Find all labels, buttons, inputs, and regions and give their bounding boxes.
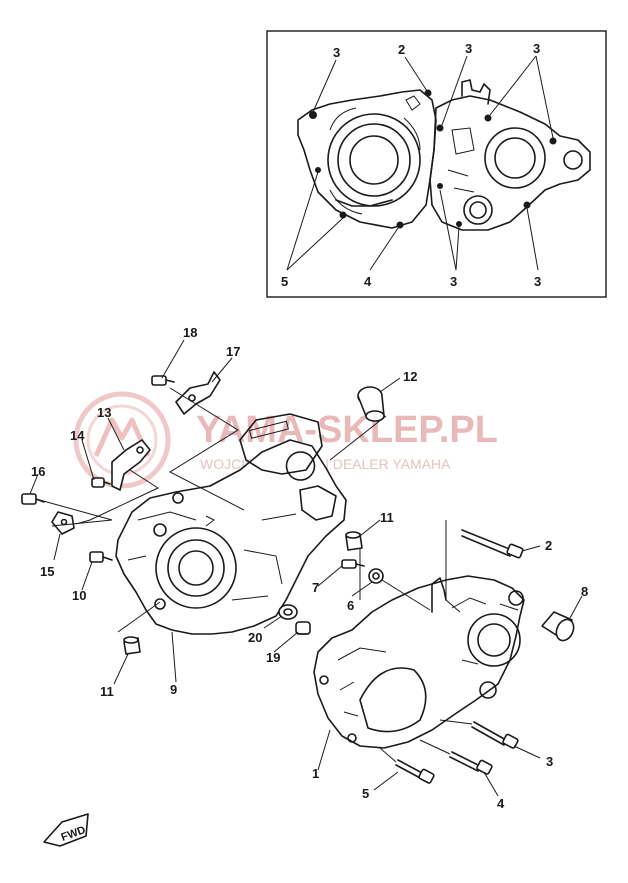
part-4-bolt — [449, 751, 493, 775]
part-11-dowel-lower — [123, 636, 141, 655]
part-3-bolt — [471, 721, 519, 749]
callout-1: 1 — [312, 766, 319, 781]
part-14-bolt — [91, 477, 111, 488]
callout-18: 18 — [183, 325, 197, 340]
inset-callout-3e: 3 — [534, 274, 541, 289]
part-19-plug — [295, 621, 311, 635]
inset-bolt-marks — [309, 89, 557, 229]
part-6-clip — [368, 568, 384, 584]
callout-20: 20 — [248, 630, 262, 645]
part-17-bracket — [175, 371, 221, 415]
watermark-main-text: YAMA-SKLEP.PL — [196, 409, 498, 451]
inset-leader-lines — [286, 55, 554, 271]
inset-left-case — [297, 89, 437, 229]
small-parts — [21, 371, 575, 784]
inset-callout-3c: 3 — [533, 41, 540, 56]
callout-11-upper: 11 — [380, 510, 394, 525]
part-18-bolt — [151, 375, 175, 386]
part-10-bolt — [89, 551, 113, 563]
callout-17: 17 — [226, 344, 240, 359]
inset-callout-4: 4 — [364, 274, 372, 289]
part-5-bolt — [395, 759, 435, 784]
watermark: YAMA-SKLEP.PL WOJCIECHOWICZ | DEALER YAM… — [73, 391, 498, 489]
part-13-plate — [111, 439, 151, 491]
inset-callout-2: 2 — [398, 42, 405, 57]
inset-frame — [266, 30, 607, 298]
callout-16: 16 — [31, 464, 45, 479]
part-20-washer — [278, 604, 298, 620]
callout-11-lower: 11 — [100, 684, 114, 699]
part-7-screw — [341, 559, 365, 569]
callout-6: 6 — [347, 598, 354, 613]
callout-5: 5 — [362, 786, 369, 801]
callout-15: 15 — [40, 564, 54, 579]
part-8-bushing — [541, 611, 575, 642]
inset-callout-3a: 3 — [333, 45, 340, 60]
fwd-arrow: FWD — [43, 813, 89, 847]
callout-19: 19 — [266, 650, 280, 665]
inset-callout-3b: 3 — [465, 41, 472, 56]
callout-4: 4 — [497, 796, 505, 811]
callout-3: 3 — [546, 754, 553, 769]
callout-2: 2 — [545, 538, 552, 553]
part-11-dowel-upper — [345, 531, 363, 551]
callout-10: 10 — [72, 588, 86, 603]
callout-13: 13 — [97, 405, 111, 420]
inset-callout-5: 5 — [281, 274, 288, 289]
part-12-bushing — [357, 386, 385, 422]
left-crankcase — [115, 413, 347, 635]
callout-8: 8 — [581, 584, 588, 599]
part-16-bolt — [21, 493, 45, 505]
inset-callout-3d: 3 — [450, 274, 457, 289]
callout-14: 14 — [70, 428, 85, 443]
inset-right-case — [429, 79, 591, 231]
main-leader-lines — [29, 339, 583, 797]
main-labels: 18 17 12 13 14 16 15 11 2 7 6 8 10 20 19… — [31, 325, 588, 811]
callout-9: 9 — [170, 682, 177, 697]
part-15-plate — [51, 511, 75, 535]
callout-12: 12 — [403, 369, 417, 384]
right-crankcase — [313, 575, 525, 749]
part-2-long-bolt — [461, 529, 524, 559]
inset-panel: 3 2 3 3 5 4 3 3 — [266, 30, 607, 298]
callout-7: 7 — [312, 580, 319, 595]
